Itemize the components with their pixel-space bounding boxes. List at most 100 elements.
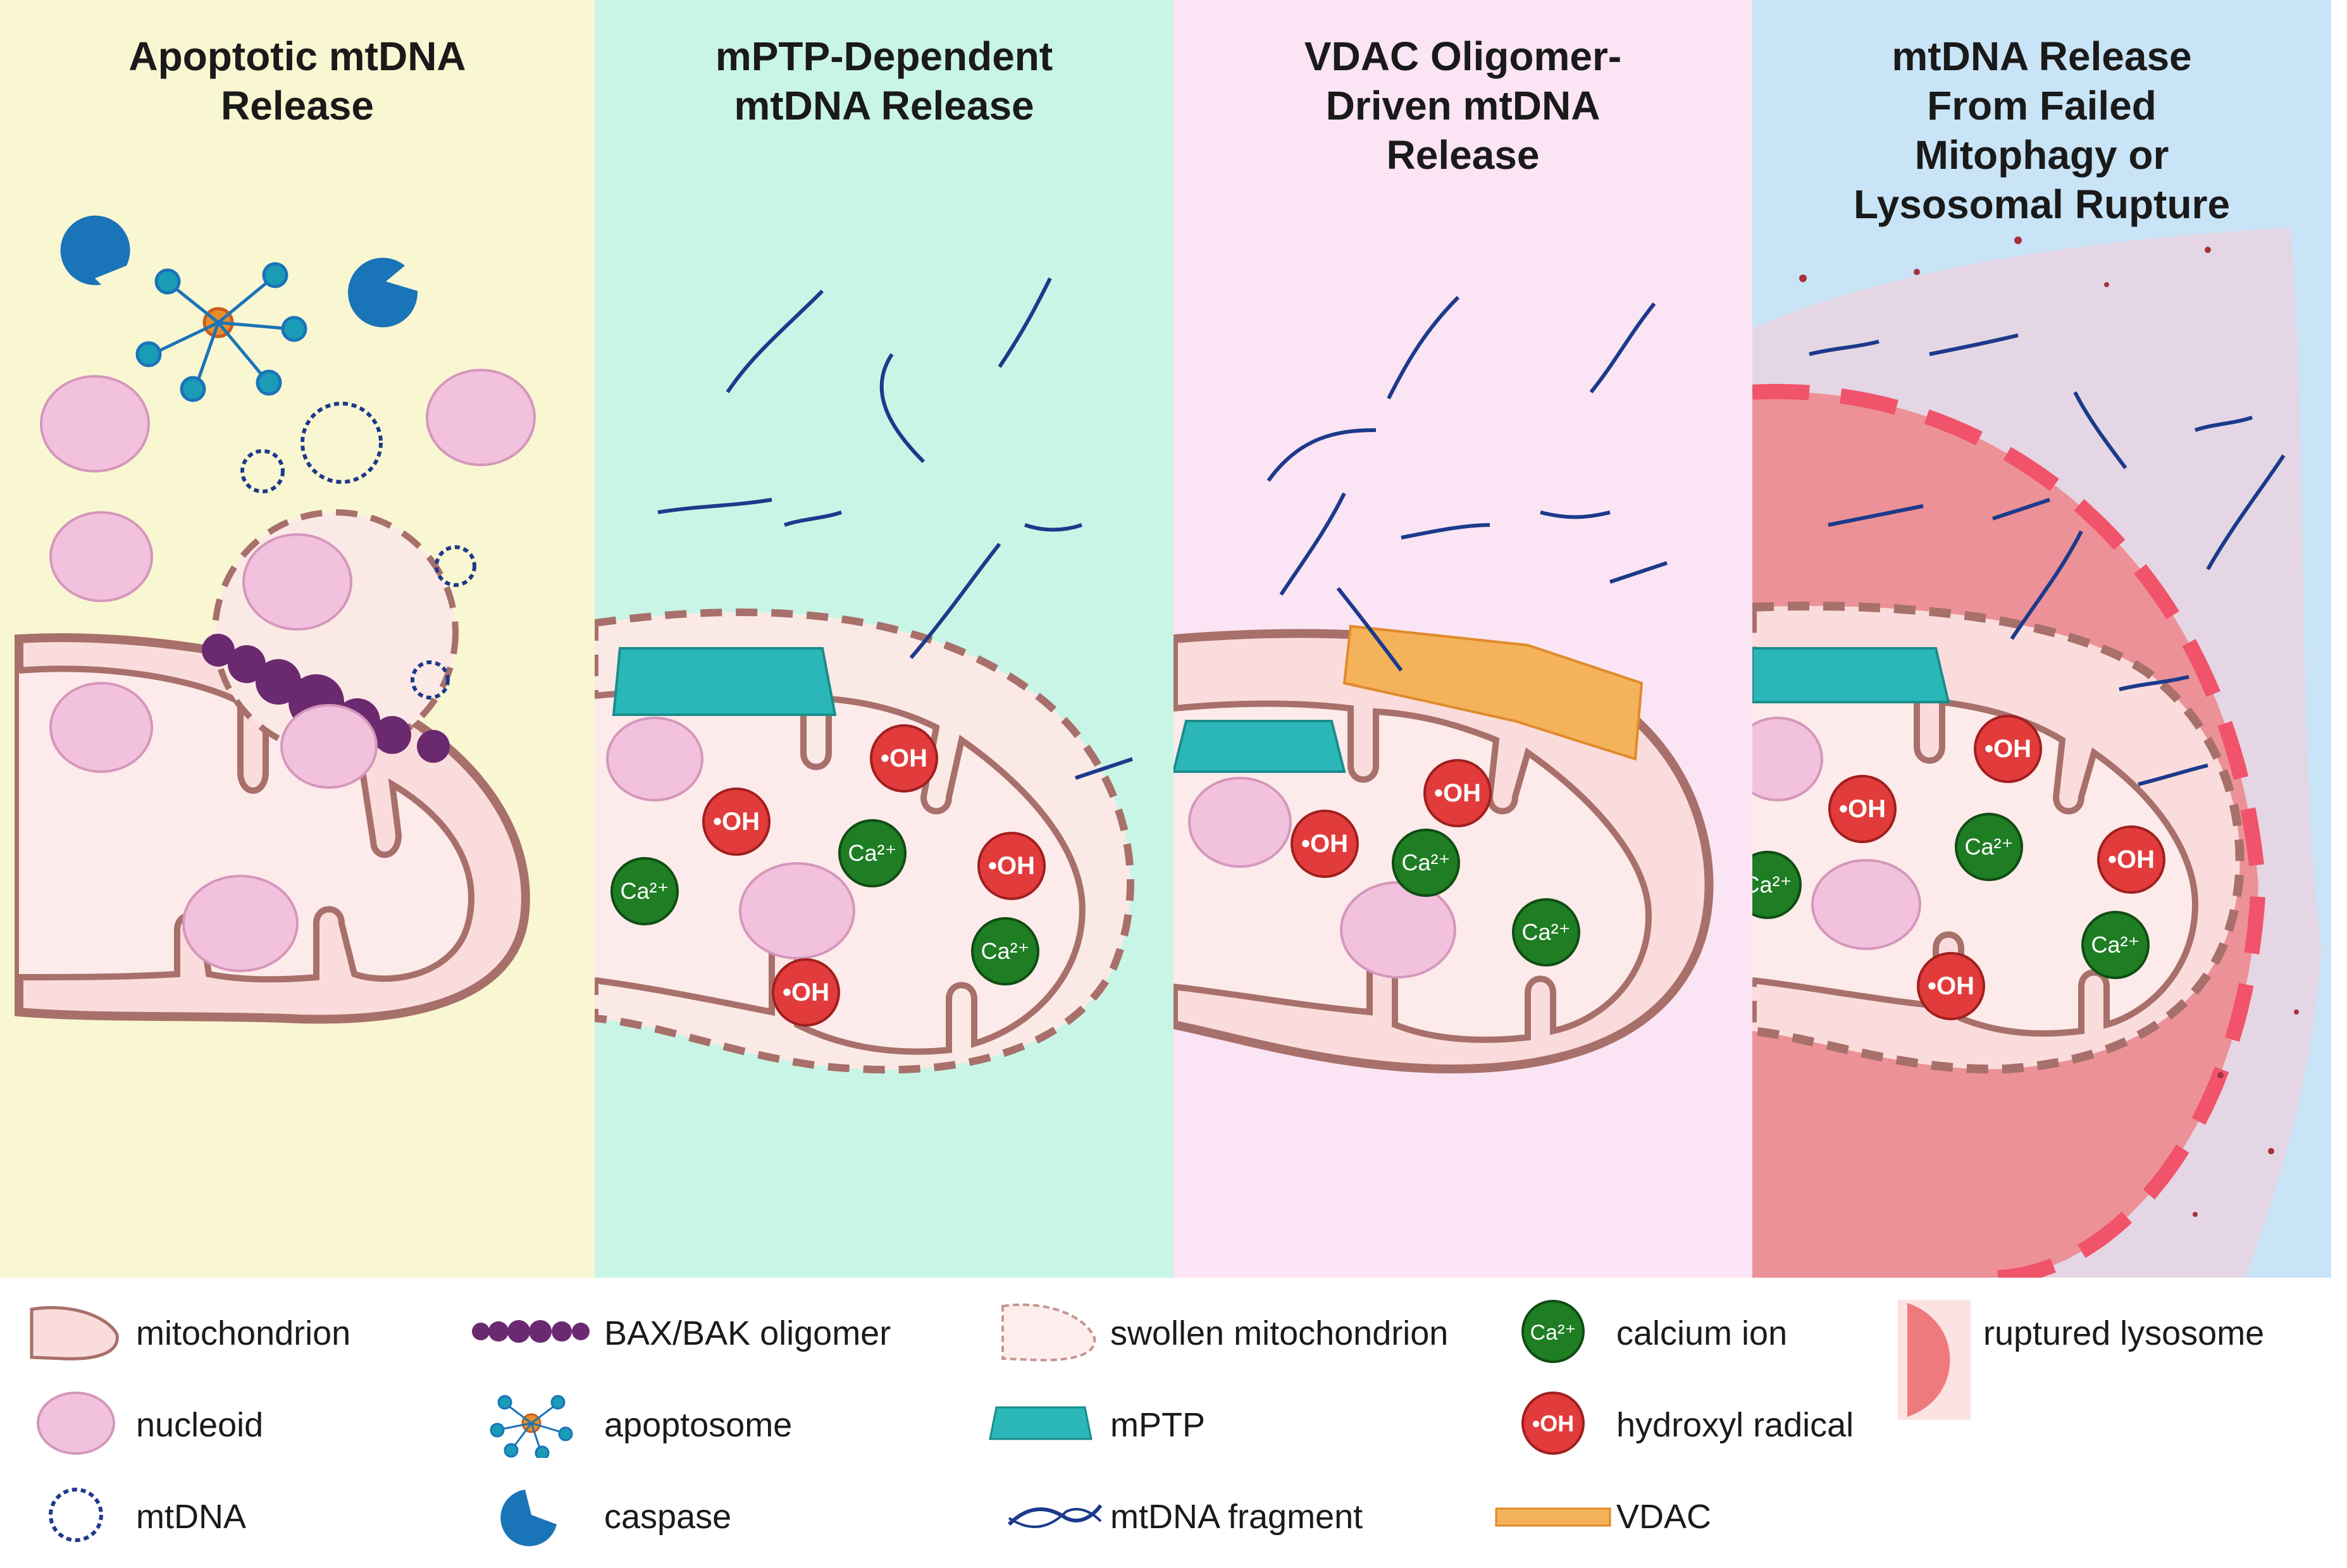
legend-label: mitochondrion [136, 1314, 351, 1352]
mptp [1174, 720, 1346, 773]
calcium-ion: Ca²⁺ [1752, 851, 1802, 919]
panel-title: VDAC Oligomer- Driven mtDNA Release [1174, 32, 1752, 180]
legend-item-vdac: VDAC [1490, 1480, 1869, 1550]
calcium-ion: Ca²⁺ [838, 819, 907, 887]
swollen-mito-icon [1001, 1303, 1096, 1362]
vdac-illustration [1174, 295, 1714, 1074]
panel-vdac: VDAC Oligomer- Driven mtDNA Release [1174, 0, 1752, 1278]
legend-item-swollen-mito: swollen mitochondrion [996, 1297, 1515, 1366]
calcium-ion: Ca²⁺ [2081, 911, 2150, 979]
hydroxyl-ion: •OH [772, 958, 840, 1027]
hydroxyl-ion: •OH [977, 832, 1046, 900]
calcium-icon: Ca²⁺ [1521, 1300, 1585, 1363]
title-line: Lysosomal Rupture [1853, 182, 2231, 227]
legend-item-mtdna: mtDNA [25, 1480, 468, 1550]
panel-mitophagy: mtDNA Release From Failed Mitophagy or L… [1752, 0, 2331, 1278]
mitochondrion-icon [30, 1306, 119, 1361]
mptp-illustration [595, 277, 1134, 1074]
hydroxyl-ion: •OH [1423, 759, 1492, 827]
legend-label: ruptured lysosome [1983, 1314, 2265, 1352]
hydroxyl-icon-text: •OH [1532, 1411, 1575, 1436]
legend-item-mitochondrion: mitochondrion [25, 1297, 468, 1366]
caspase [348, 257, 418, 328]
calcium-ion: Ca²⁺ [1955, 813, 2023, 881]
hydroxyl-ion: •OH [1291, 810, 1359, 878]
legend-label: nucleoid [136, 1406, 264, 1444]
nucleoid [40, 369, 536, 972]
hydroxyl-ion: •OH [1917, 952, 1985, 1020]
nucleoid [1752, 717, 1921, 950]
title-line: From Failed [1927, 83, 2157, 128]
lysosome-icon [1898, 1300, 1971, 1420]
legend-item-mptp: mPTP [987, 1388, 1506, 1458]
legend-label: apoptosome [604, 1406, 793, 1444]
apoptosome [135, 262, 307, 402]
mtdna-fragment-icon [1007, 1504, 1103, 1528]
panel-title: Apoptotic mtDNA Release [0, 32, 595, 130]
panel-title: mPTP-Dependent mtDNA Release [595, 32, 1174, 130]
legend-item-apoptosome: apoptosome [468, 1388, 987, 1458]
mptp-icon [989, 1406, 1093, 1440]
legend-item-caspase: caspase [468, 1480, 987, 1550]
legend-label: mtDNA fragment [1110, 1498, 1363, 1536]
calcium-icon-text: Ca²⁺ [1530, 1321, 1576, 1345]
legend-label: BAX/BAK oligomer [604, 1314, 891, 1352]
nucleoid [606, 717, 855, 960]
vdac-icon [1495, 1507, 1611, 1527]
debris-dots [1799, 237, 2299, 1217]
apoptosome-icon [490, 1395, 573, 1458]
bax-bak-icon [472, 1320, 590, 1343]
caspase-icon [500, 1490, 557, 1546]
hydroxyl-icon: •OH [1521, 1392, 1585, 1455]
title-line: Driven mtDNA [1325, 83, 1601, 128]
title-line: Apoptotic mtDNA [128, 34, 466, 79]
calcium-ion: Ca²⁺ [1392, 829, 1460, 897]
hydroxyl-ion: •OH [870, 724, 938, 793]
legend-item-hydroxyl: •OH hydroxyl radical [1518, 1388, 1898, 1458]
calcium-ion: Ca²⁺ [610, 857, 679, 925]
lysosome-membrane [1752, 384, 2267, 1278]
legend: mitochondrion BAX/BAK oligomer swollen m… [0, 1278, 2347, 1568]
legend-label: mtDNA [136, 1498, 246, 1536]
mptp [1752, 647, 1950, 703]
legend-label: caspase [604, 1498, 732, 1536]
title-line: mtDNA Release [1892, 34, 2192, 79]
legend-item-nucleoid: nucleoid [25, 1388, 468, 1458]
legend-item-bax-bak: BAX/BAK oligomer [468, 1297, 987, 1366]
legend-item-mtdna-fragment: mtDNA fragment [1000, 1480, 1518, 1550]
legend-label: swollen mitochondrion [1110, 1314, 1449, 1352]
legend-label: VDAC [1616, 1498, 1712, 1536]
title-line: VDAC Oligomer- [1304, 34, 1622, 79]
caspase [60, 215, 130, 285]
legend-label: calcium ion [1616, 1314, 1788, 1352]
mtdna-icon [49, 1488, 103, 1542]
panel-apoptotic: Apoptotic mtDNA Release [0, 0, 595, 1278]
title-line: mtDNA Release [734, 83, 1034, 128]
title-line: mPTP-Dependent [715, 34, 1053, 79]
mptp [612, 647, 837, 716]
legend-label: hydroxyl radical [1616, 1406, 1854, 1444]
hydroxyl-ion: •OH [2097, 825, 2165, 894]
panel-mptp: mPTP-Dependent mtDNA Release •OH •OH •OH… [595, 0, 1174, 1278]
mtdna-fragment [1809, 333, 2286, 786]
title-line: Mitophagy or [1914, 132, 2169, 178]
calcium-ion: Ca²⁺ [1512, 898, 1580, 966]
legend-item-lysosome: ruptured lysosome [1895, 1297, 2338, 1420]
title-line: Release [1386, 132, 1540, 178]
mtdna-fragment [1266, 295, 1668, 672]
legend-item-calcium: Ca²⁺ calcium ion [1518, 1297, 1873, 1366]
hydroxyl-ion: •OH [702, 787, 771, 856]
nucleoid [1188, 777, 1456, 978]
mtdna-ring [240, 402, 476, 700]
legend-label: mPTP [1110, 1406, 1206, 1444]
apoptotic-illustration [15, 215, 536, 1024]
hydroxyl-ion: •OH [1974, 715, 2042, 783]
vdac-oligomer [1342, 624, 1644, 761]
mtdna-fragment [657, 277, 1133, 780]
title-line: Release [221, 83, 374, 128]
nucleoid-icon [37, 1392, 115, 1455]
calcium-ion: Ca²⁺ [971, 917, 1039, 985]
panel-title: mtDNA Release From Failed Mitophagy or L… [1752, 32, 2331, 229]
hydroxyl-ion: •OH [1828, 775, 1897, 843]
